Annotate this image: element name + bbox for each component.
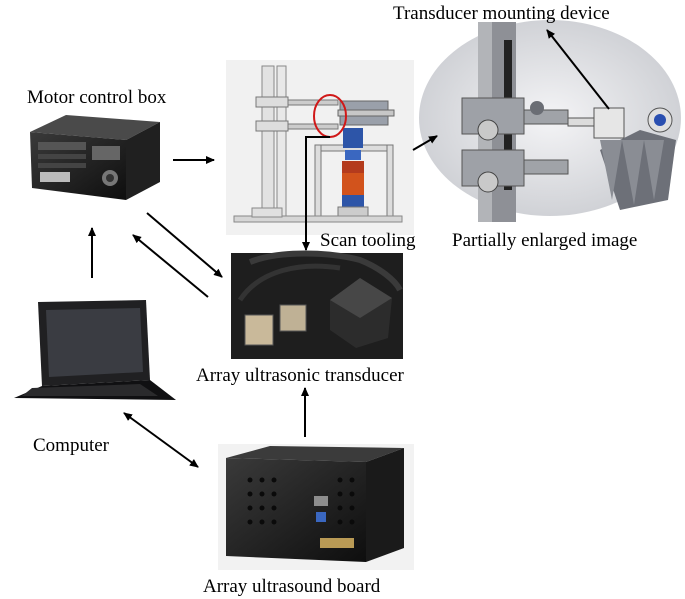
arrow-highlight-to-transducer	[302, 136, 330, 251]
ultrasound-board-image	[218, 444, 414, 570]
computer-label: Computer	[33, 435, 109, 456]
array-ultrasound-board-label: Array ultrasound board	[203, 576, 381, 597]
motor-control-box-label: Motor control box	[27, 87, 167, 108]
arrow-computer-board	[123, 412, 199, 468]
scan-tooling-label: Scan tooling	[320, 230, 416, 251]
transducer-mounting-device-label: Transducer mounting device	[393, 3, 610, 24]
arrow-motor-to-transducer	[146, 212, 223, 278]
scan-tooling-image	[226, 60, 414, 235]
arrow-to-mounting-device	[546, 29, 610, 110]
partially-enlarged-image-label: Partially enlarged image	[452, 230, 638, 251]
connection-arrows	[88, 29, 610, 468]
arrow-tooling-to-enlarged	[412, 135, 438, 151]
array-ultrasonic-transducer-label: Array ultrasonic transducer	[196, 365, 404, 386]
computer-image	[14, 300, 176, 400]
motor-control-box-image	[30, 115, 160, 200]
enlarged-image	[419, 20, 681, 222]
array-transducer-image	[231, 250, 403, 359]
arrow-transducer-to-motor	[132, 234, 209, 298]
